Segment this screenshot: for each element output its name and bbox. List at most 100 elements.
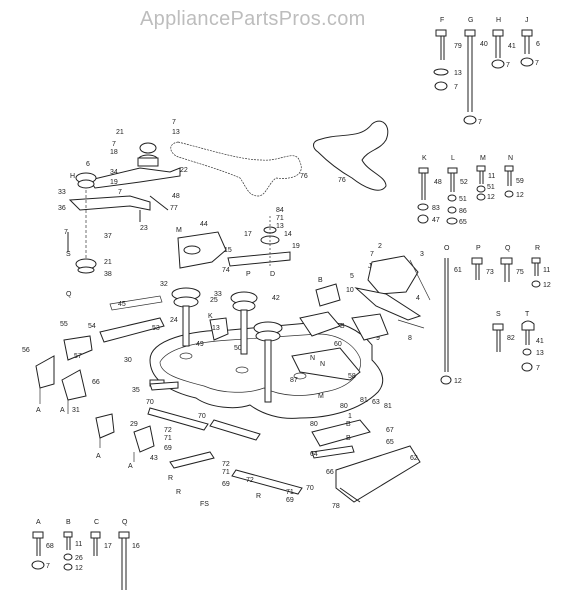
hw-label: 86 — [459, 208, 467, 215]
hw-label: 59 — [516, 178, 524, 185]
hardware-group-right: O 61 12 P 73 Q 75 R 11 12 S 82 T 41 13 7 — [440, 245, 551, 385]
right-bracket-assembly: 2 3 5 4 7 J 8 — [350, 243, 431, 342]
callout: 38 — [104, 271, 112, 278]
hw-col-C: C — [94, 519, 99, 526]
callout: 64 — [310, 451, 318, 458]
callout: 22 — [180, 167, 188, 174]
callout: 63 — [372, 399, 380, 406]
callout: 74 — [222, 267, 230, 274]
callout: 69 — [286, 497, 294, 504]
callout: B — [346, 435, 351, 442]
hw-col-R: R — [535, 245, 540, 252]
callout: 72 — [164, 427, 172, 434]
callout: 35 — [132, 387, 140, 394]
callout: B — [340, 323, 345, 330]
callout: 48 — [172, 193, 180, 200]
callout: 13 — [276, 223, 284, 230]
callout: 58 — [348, 373, 356, 380]
hw-label: 12 — [75, 565, 83, 572]
callout: R — [256, 493, 261, 500]
hw-col-S: S — [496, 311, 501, 318]
hw-label: 61 — [454, 267, 462, 274]
callout: K — [208, 313, 213, 320]
callout: 29 — [130, 421, 138, 428]
callout: 18 — [110, 149, 118, 156]
callout: 56 — [22, 347, 30, 354]
hardware-group-bottom: A 68 7 B 11 26 12 C 17 Q 16 — [31, 519, 140, 590]
hw-col-B: B — [66, 519, 71, 526]
hw-col-Q: Q — [122, 519, 128, 526]
callout: J — [368, 263, 372, 270]
hw-col-F: F — [440, 17, 444, 24]
hw-col-H: H — [496, 17, 501, 24]
callout: 31 — [72, 407, 80, 414]
callout: N — [320, 361, 325, 368]
callout: 8 — [408, 335, 412, 342]
callout: 10 — [346, 287, 354, 294]
callout: 81 — [384, 403, 392, 410]
hw-label: 7 — [46, 563, 50, 570]
hw-label: 26 — [75, 555, 83, 562]
callout: 24 — [170, 317, 178, 324]
hw-label: 11 — [488, 173, 495, 180]
watermark-text: AppliancePartsPros.com — [140, 8, 366, 30]
callout: 13 — [172, 129, 180, 136]
hw-label: 82 — [507, 335, 515, 342]
hw-label: 41 — [508, 43, 516, 50]
hardware-group-top: F 79 13 7 G 40 7 H 41 7 J 6 7 — [433, 17, 540, 126]
callout: 3 — [420, 251, 424, 258]
hw-col-A: A — [36, 519, 41, 526]
callout: A — [128, 463, 133, 470]
callout: 53 — [152, 325, 160, 332]
hw-label: 7 — [535, 60, 539, 67]
callout: 45 — [118, 301, 126, 308]
callout: 9 — [376, 335, 380, 342]
hardware-group-mid: K 48 83 47 L 52 51 86 65 M 11 51 12 N 59… — [417, 155, 524, 226]
hw-col-M: M — [480, 155, 486, 162]
hw-label: 79 — [454, 43, 462, 50]
callout: 32 — [160, 281, 168, 288]
hw-label: 16 — [132, 543, 140, 550]
callout: 78 — [332, 503, 340, 510]
callout: 50 — [234, 345, 242, 352]
hw-label: 13 — [536, 350, 544, 357]
callout: 69 — [222, 481, 230, 488]
callout: 80 — [310, 421, 318, 428]
callout: A — [36, 407, 41, 414]
hw-label: 12 — [454, 378, 462, 385]
callout: 14 — [284, 231, 292, 238]
callout: 71 — [276, 215, 284, 222]
callout: B — [346, 421, 351, 428]
hw-label: 17 — [104, 543, 112, 550]
callout: 69 — [164, 445, 172, 452]
callout: 25 — [210, 297, 218, 304]
callout: 36 — [58, 205, 66, 212]
callout: 5 — [350, 273, 354, 280]
mower-deck-housing: 32 33 25 42 45 24 53 55 54 57 30 56 A 66… — [22, 277, 384, 470]
center-idler-assembly: 44 M 84 71 13 17 14 15 19 74 P D L — [176, 207, 300, 278]
callout: 49 — [196, 341, 204, 348]
hw-label: 51 — [487, 184, 495, 191]
callout: 71 — [164, 435, 172, 442]
callout: 33 — [214, 291, 222, 298]
hw-label: 7 — [478, 119, 482, 126]
callout: 7 — [112, 141, 116, 148]
hw-label: 48 — [434, 179, 442, 186]
hw-col-N: N — [508, 155, 513, 162]
hw-label: 40 — [480, 41, 488, 48]
callout: Q — [66, 291, 72, 298]
callout: 30 — [124, 357, 132, 364]
callout: 34 — [110, 169, 118, 176]
callout: 72 — [222, 461, 230, 468]
callout: B — [318, 277, 323, 284]
callout: 71 — [222, 469, 230, 476]
callout: 65 — [386, 439, 394, 446]
callout: 44 — [200, 221, 208, 228]
callout: 7 — [370, 251, 374, 258]
callout: 6 — [86, 161, 90, 168]
belt-callout: 76 — [300, 173, 308, 180]
callout: 67 — [386, 427, 394, 434]
callout: P — [246, 271, 251, 278]
hw-col-G: G — [468, 17, 473, 24]
belt-callout: 76 — [338, 177, 346, 184]
